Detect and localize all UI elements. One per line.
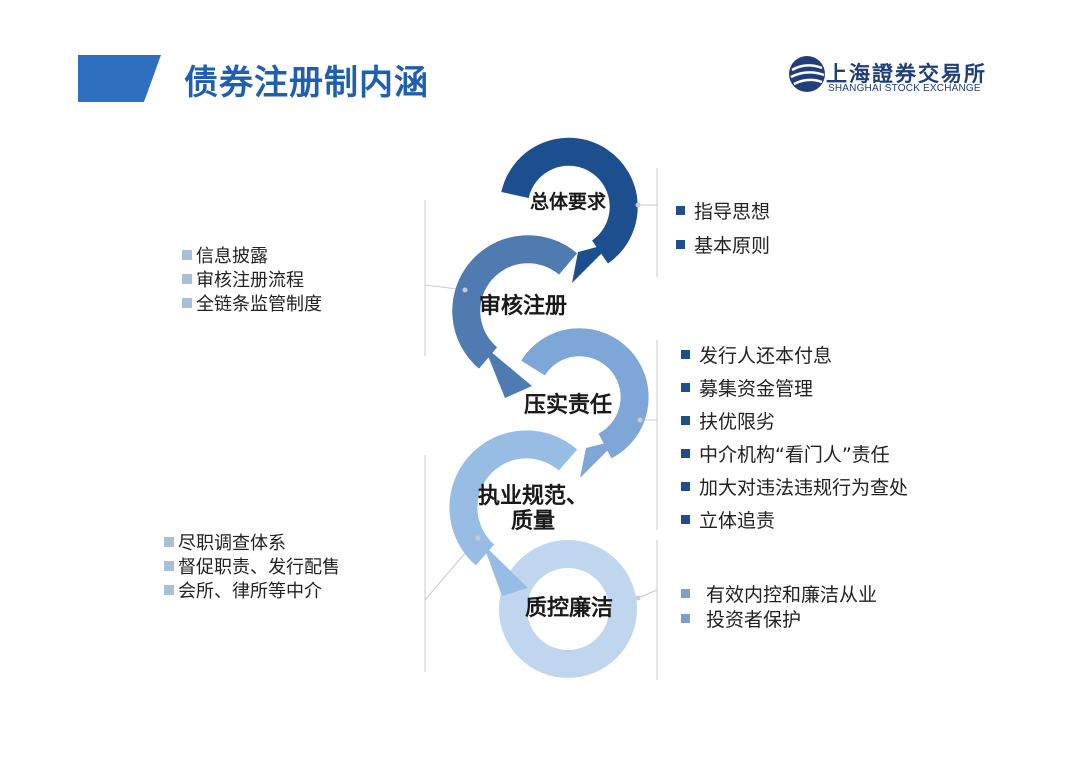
- cycle-node-responsibility: [521, 328, 649, 478]
- list-item: 加大对违法违规行为查处: [681, 470, 908, 503]
- logo-name-cn: 上海證券交易所: [826, 61, 987, 86]
- list-item: 会所、律所等中介: [164, 578, 340, 602]
- node-label-responsibility: 压实责任: [523, 393, 612, 418]
- list-item: 尽职调查体系: [164, 530, 340, 554]
- list-item: 指导思想: [676, 193, 770, 227]
- cycle-node-practice: [449, 430, 578, 596]
- list-item: 审核注册流程: [182, 267, 322, 291]
- node-label-integrity: 质控廉洁: [524, 596, 613, 621]
- arrow-head-review: [484, 346, 532, 398]
- sse-logo-icon: [789, 56, 825, 92]
- page-title: 债券注册制内涵: [184, 63, 429, 103]
- cycle-node-general: [501, 137, 638, 283]
- title-accent-bar: [78, 55, 161, 102]
- cycle-node-integrity: [499, 540, 637, 678]
- list-item: 全链条监管制度: [182, 291, 322, 315]
- list-item: 有效内控和廉洁从业: [681, 581, 877, 606]
- list-item: 投资者保护: [681, 606, 877, 631]
- node-label-review: 审核注册: [478, 294, 567, 319]
- list-item: 立体追责: [681, 503, 908, 536]
- list-item: 发行人还本付息: [681, 338, 908, 371]
- logo-name-en: SHANGHAI STOCK EXCHANGE: [828, 83, 981, 94]
- list-general: 指导思想 基本原则: [676, 193, 770, 261]
- list-item: 信息披露: [182, 243, 322, 267]
- list-item: 督促职责、发行配售: [164, 554, 340, 578]
- list-integrity: 有效内控和廉洁从业 投资者保护: [681, 581, 877, 631]
- node-label-practice-line2: 质量: [510, 509, 555, 534]
- connector-integrity: [637, 589, 658, 599]
- cycle-node-review: [452, 235, 578, 398]
- arrow-head-general: [572, 243, 612, 283]
- list-item: 扶优限劣: [681, 404, 908, 437]
- list-responsibility: 发行人还本付息 募集资金管理 扶优限劣 中介机构“看门人”责任 加大对违法违规行…: [681, 338, 908, 536]
- list-item: 募集资金管理: [681, 371, 908, 404]
- arrow-head-responsibility: [580, 440, 618, 478]
- list-item: 中介机构“看门人”责任: [681, 437, 908, 470]
- node-label-practice-line1: 执业规范、: [477, 484, 588, 509]
- list-item: 基本原则: [676, 227, 770, 261]
- list-review: 信息披露 审核注册流程 全链条监管制度: [182, 243, 322, 315]
- list-practice: 尽职调查体系 督促职责、发行配售 会所、律所等中介: [164, 530, 340, 602]
- arrow-head-practice: [483, 544, 528, 596]
- node-label-general: 总体要求: [529, 191, 606, 213]
